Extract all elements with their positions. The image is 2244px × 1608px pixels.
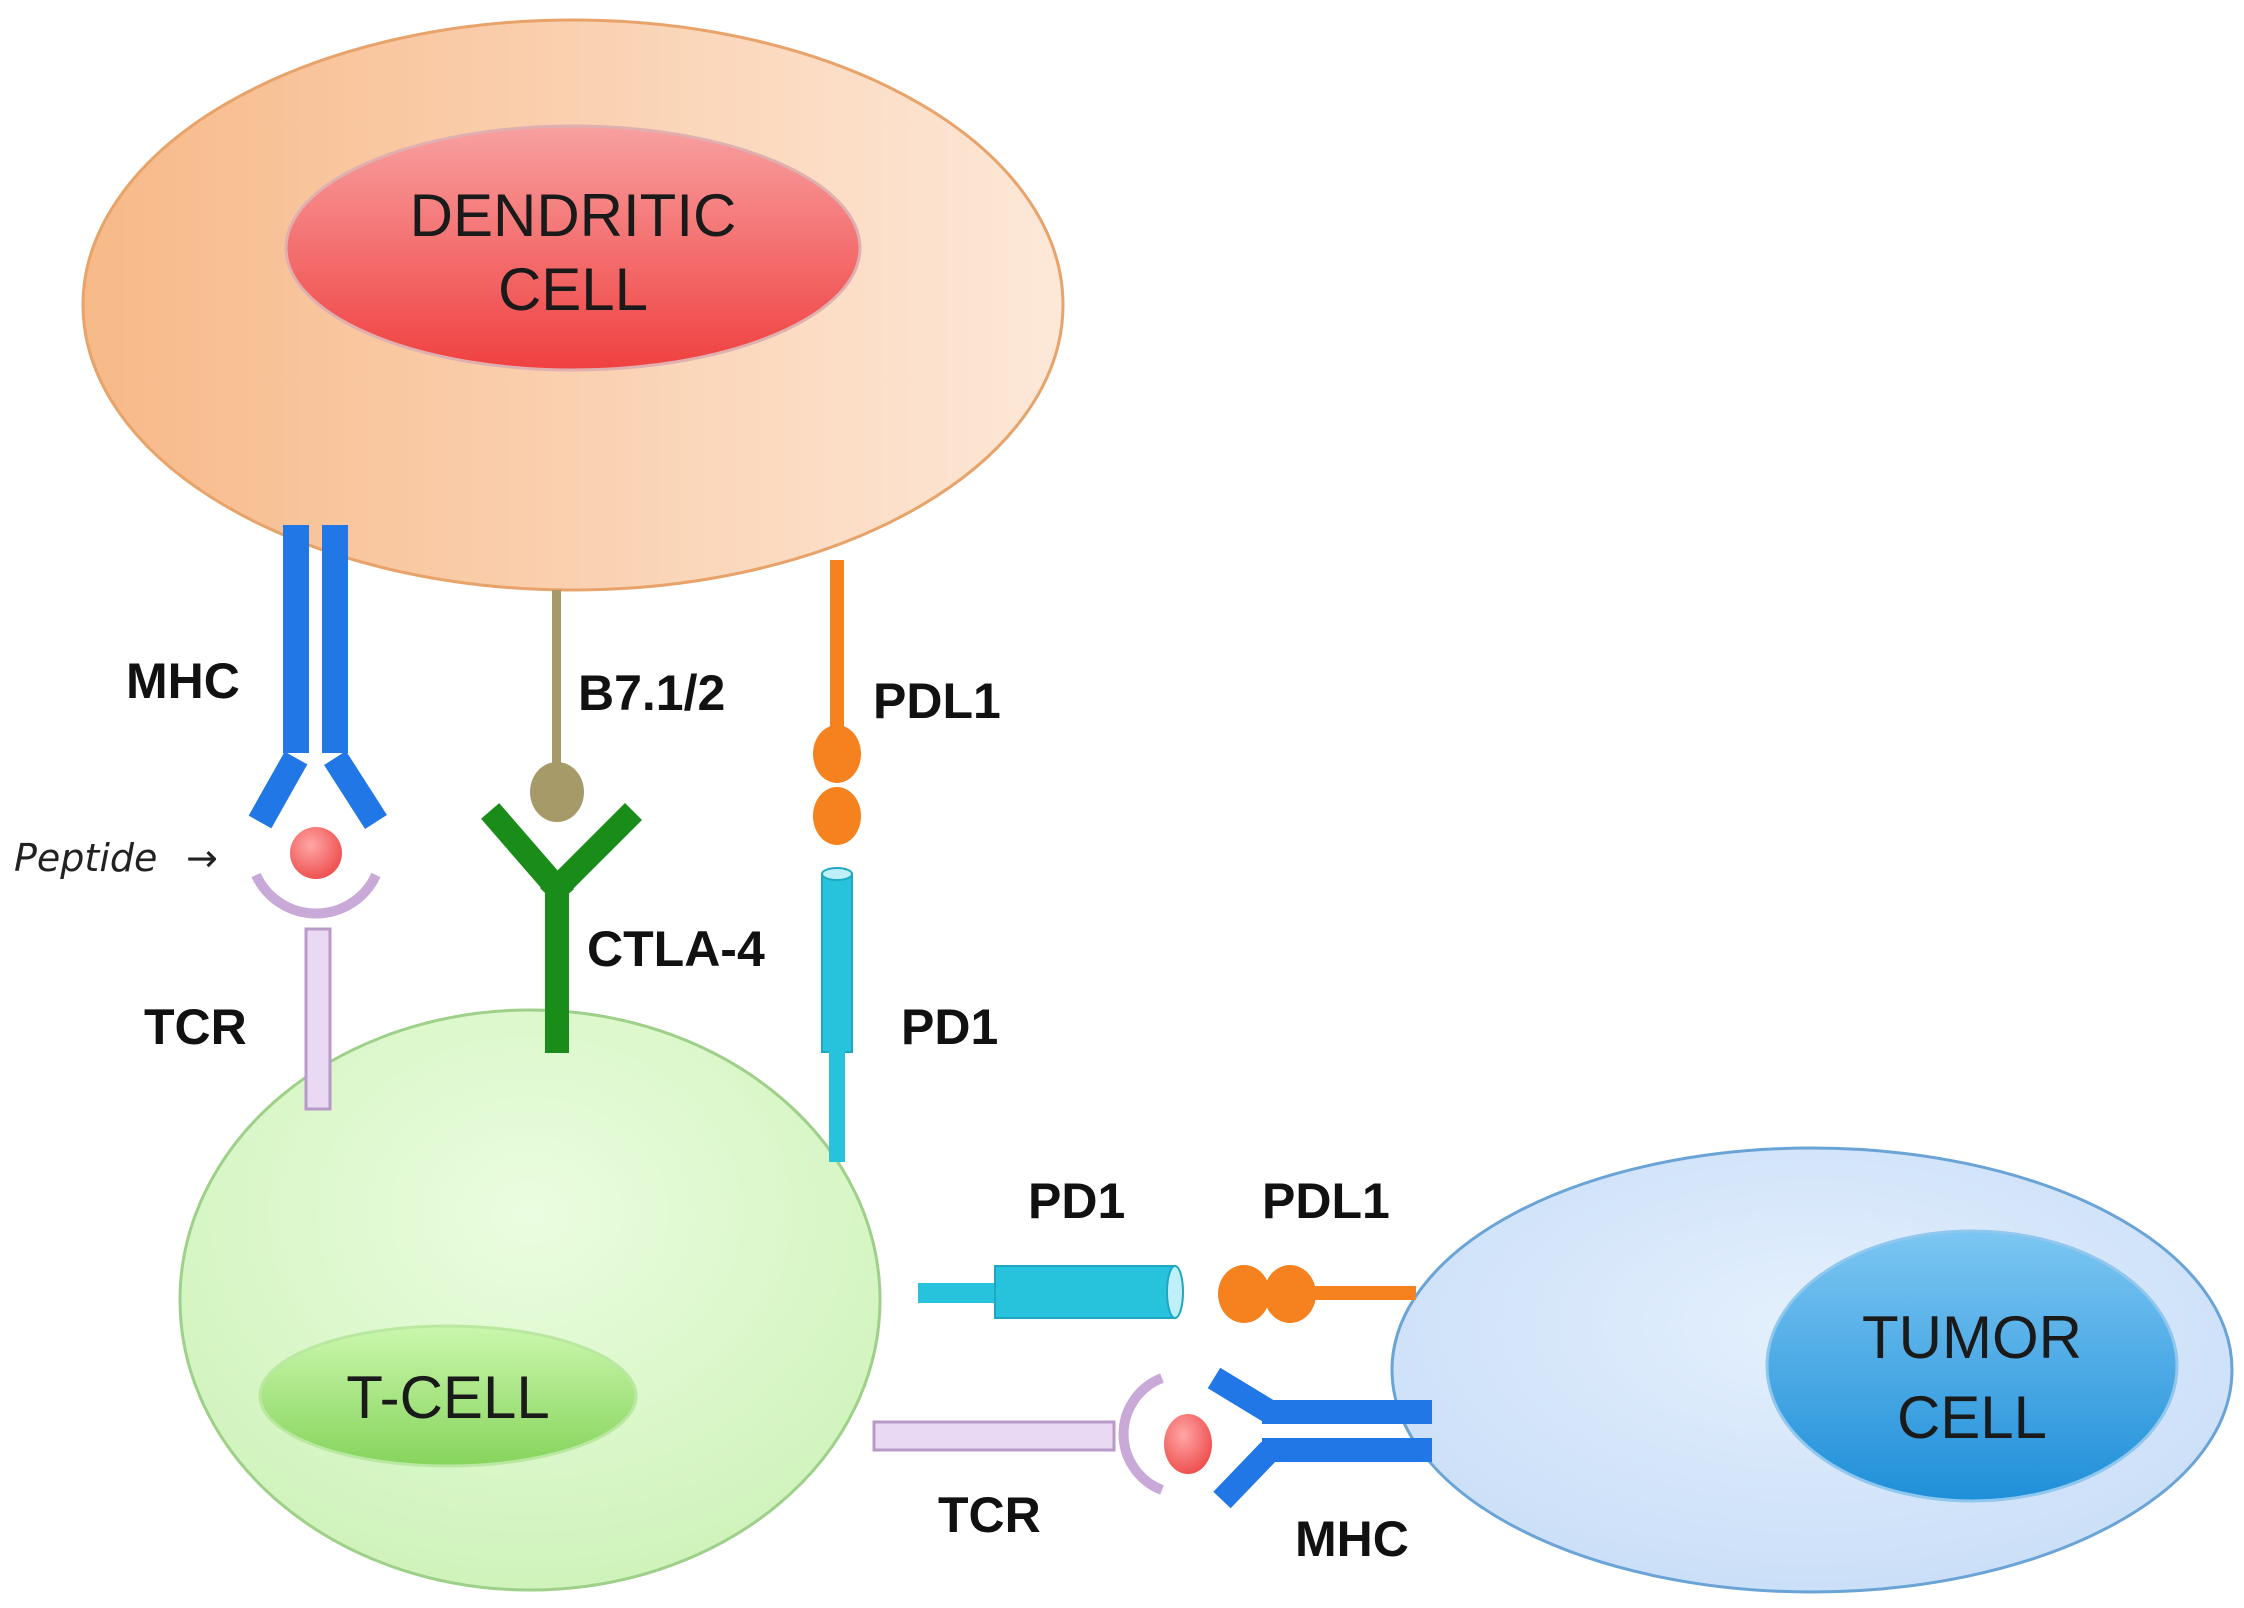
dendritic-cell-label-line2: CELL [498,256,648,323]
peptide-lower [1164,1414,1212,1474]
peptide-upper [290,827,342,879]
peptide-label: Peptide [14,836,157,880]
mhc-dendritic-label: MHC [126,653,240,709]
peptide-annotation: Peptide → [14,836,218,880]
b7-ligand [530,590,584,822]
tumor-cell-label-line2: CELL [1897,1384,2047,1451]
tumor-cell-label-line1: TUMOR [1862,1304,2082,1371]
peptide-arrow-icon: → [186,836,218,880]
mhc-dendritic [248,525,387,830]
t-cell: T-CELL [178,1008,882,1592]
t-cell-label: T-CELL [346,1364,549,1431]
dendritic-cell-label-line1: DENDRITIC [410,182,737,249]
tcr-lower-label: TCR [938,1487,1041,1543]
t-cell-nucleus: T-CELL [258,1324,638,1468]
ctla4-label: CTLA-4 [587,921,765,977]
tumor-cell: TUMOR CELL [1390,1146,2234,1594]
mhc-tumor [1207,1367,1432,1509]
pd1-upper [821,867,853,1162]
b7-label: B7.1/2 [578,665,725,721]
pd1-upper-label: PD1 [901,999,998,1055]
tcr-upper-label: TCR [144,999,247,1055]
mhc-tumor-label: MHC [1295,1511,1409,1567]
ctla4-receptor [481,803,642,1053]
pdl1-tumor [1218,1265,1416,1323]
tcr-upper [251,872,381,1111]
dendritic-nucleus: DENDRITIC CELL [284,124,862,372]
pdl1-dendritic [813,560,861,845]
tumor-nucleus: TUMOR CELL [1765,1229,2179,1503]
pdl1-dendritic-label: PDL1 [873,673,1001,729]
pdl1-tumor-label: PDL1 [1262,1173,1390,1229]
tcr-lower [872,1373,1164,1495]
pd1-lower-label: PD1 [1028,1173,1125,1229]
pd1-lower [918,1265,1184,1319]
dendritic-cell: DENDRITIC CELL [81,18,1065,592]
